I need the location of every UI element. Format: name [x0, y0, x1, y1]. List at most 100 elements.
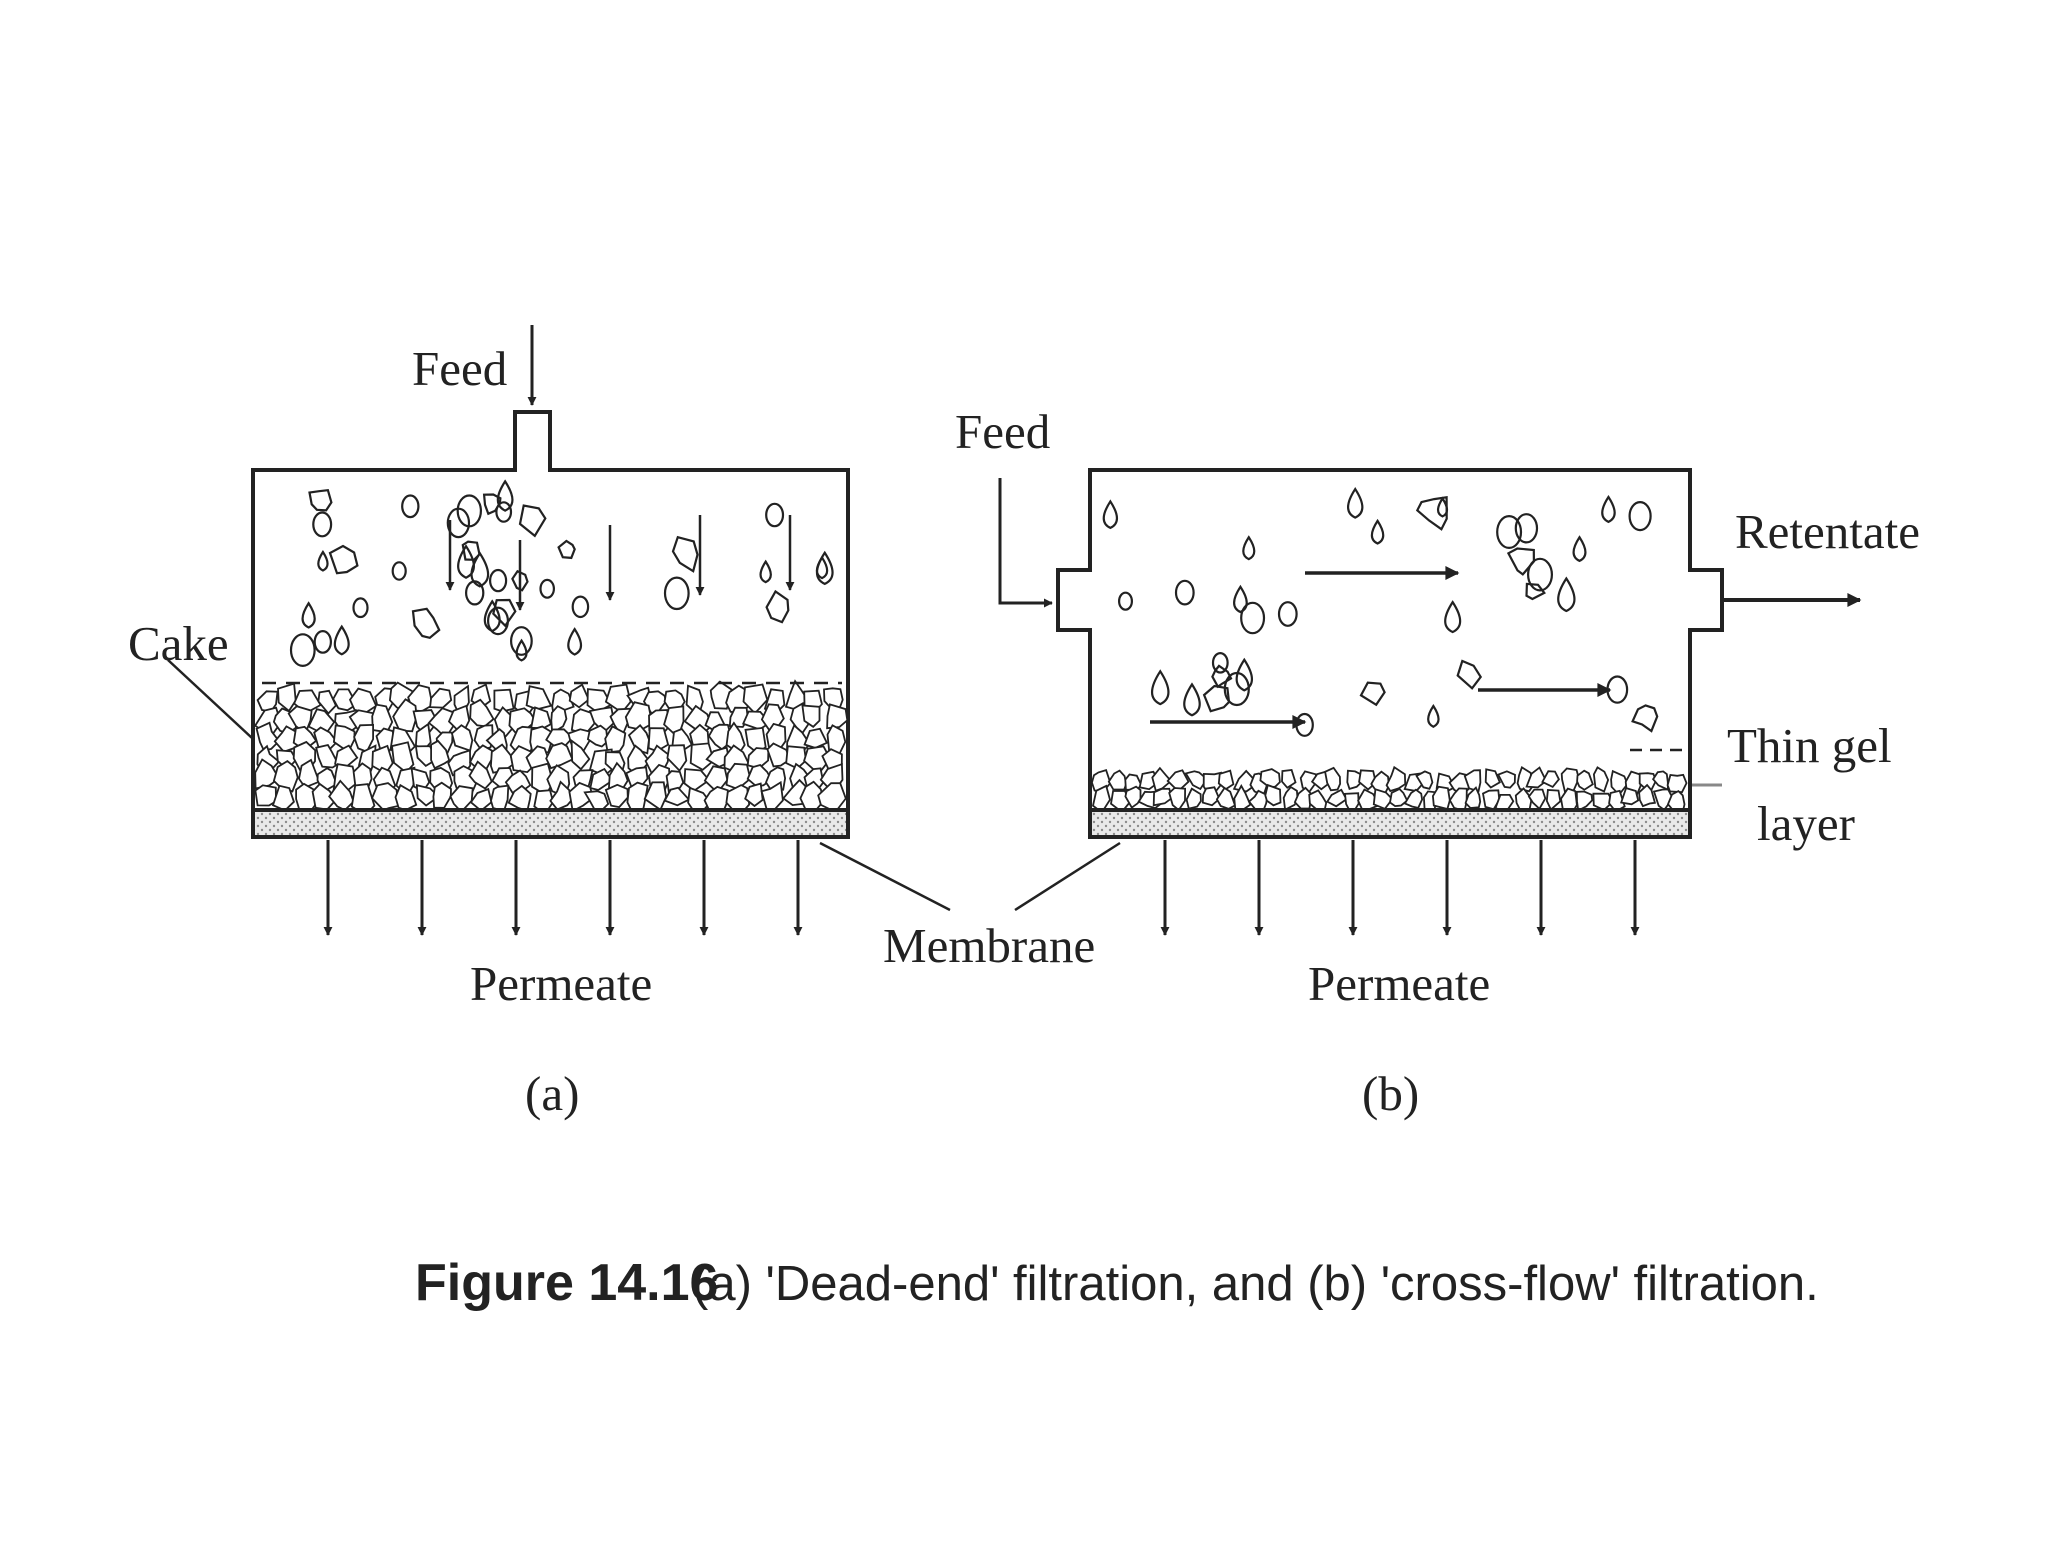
sublabel-b: (b): [1362, 1066, 1419, 1121]
cake-particle: [1247, 789, 1269, 812]
cake-particle: [666, 744, 688, 773]
particle: [1183, 682, 1201, 717]
panel-a-dead-end: Feed Cake Permeate (a): [128, 325, 850, 1121]
cake-particle: [1215, 786, 1237, 810]
particle: [1496, 514, 1523, 549]
cake-particle: [589, 767, 614, 791]
cake-particle: [746, 763, 773, 787]
cake-particle: [1545, 789, 1562, 811]
particle: [1427, 703, 1440, 728]
particle: [328, 544, 359, 575]
cake-particle: [1592, 766, 1610, 793]
particle: [567, 627, 583, 656]
membrane-leader-a: [819, 841, 951, 912]
cake-particle: [586, 724, 609, 748]
particle: [1277, 601, 1298, 627]
permeate-label-b: Permeate: [1308, 956, 1490, 1011]
cake-particle: [744, 782, 764, 808]
cake-particle: [817, 782, 847, 814]
settling-arrows-a: [445, 515, 795, 611]
cake-particle: [415, 784, 441, 807]
particle: [495, 501, 513, 523]
cake-particle: [1496, 770, 1516, 789]
cake-particle: [1389, 787, 1409, 808]
particle: [1211, 651, 1229, 674]
cake-particle: [760, 780, 784, 812]
cake-particle: [1638, 783, 1657, 808]
cake-particle: [1107, 769, 1128, 791]
caption-number: Figure 14.16: [415, 1254, 718, 1312]
particle: [663, 576, 690, 611]
cake-particle: [1525, 766, 1548, 789]
cake-particle: [450, 724, 474, 752]
cake-particle: [1372, 788, 1394, 810]
particle: [333, 624, 350, 656]
cake-particle: [1232, 769, 1256, 793]
particle: [1370, 518, 1385, 545]
cake-particle: [826, 703, 849, 730]
cake-layer: [253, 679, 849, 819]
particle: [1628, 500, 1652, 532]
vessel-b-outline: [1056, 468, 1724, 810]
particle: [539, 578, 555, 599]
sublabel-a: (a): [525, 1066, 579, 1121]
cake-particle: [317, 689, 337, 715]
cake-particle: [766, 742, 791, 768]
feed-arrow-b: [998, 478, 1053, 608]
cake-particle: [1403, 788, 1424, 809]
particle: [289, 633, 316, 667]
thin-gel-layer: [1090, 748, 1688, 817]
cake-particle: [1185, 787, 1202, 810]
cake-particle: [394, 783, 418, 812]
cake-particle: [1527, 788, 1547, 811]
feed-label-b: Feed: [955, 404, 1050, 459]
particle: [489, 568, 508, 593]
particle: [1444, 600, 1462, 634]
particle: [1359, 681, 1386, 707]
permeate-label-a: Permeate: [470, 956, 652, 1011]
cake-particle: [803, 727, 829, 749]
particle: [1506, 547, 1536, 576]
cake-particle: [604, 783, 629, 809]
cake-particle: [604, 725, 627, 754]
particle: [456, 494, 482, 528]
particle: [1525, 582, 1546, 601]
particle: [492, 598, 517, 628]
cake-particle: [429, 687, 453, 709]
cake-particle: [550, 705, 568, 735]
cake-particle: [490, 784, 510, 813]
particle: [1295, 712, 1314, 737]
membrane-b: [1088, 808, 1692, 839]
cake-particle: [1448, 787, 1468, 813]
cake-particle: [468, 760, 493, 790]
cake-particle: [1152, 787, 1173, 807]
cake-particle: [469, 787, 493, 812]
suspended-particles-b: [1102, 487, 1659, 737]
cake-particle: [1464, 786, 1482, 809]
cake-particle: [277, 682, 297, 713]
cake-particle: [643, 781, 668, 812]
particle: [1233, 584, 1248, 614]
cake-label: Cake: [128, 616, 229, 671]
particle: [759, 559, 772, 584]
membrane-label: Membrane: [883, 918, 1095, 973]
particle: [1223, 671, 1250, 707]
particle: [765, 589, 790, 624]
particle: [1102, 499, 1119, 530]
particle: [312, 511, 333, 538]
particle: [1557, 576, 1576, 613]
particle: [518, 504, 547, 538]
permeate-arrows-b: [1160, 840, 1640, 936]
cake-particle: [1326, 788, 1348, 808]
cake-particle: [332, 688, 358, 712]
particle: [317, 549, 329, 572]
cake-particle: [530, 706, 552, 730]
cake-particle: [1168, 787, 1187, 812]
particle: [515, 638, 528, 662]
particle: [511, 569, 529, 592]
cake-particle: [392, 698, 418, 733]
membrane-leader-b: [1014, 841, 1121, 912]
particle: [1526, 557, 1553, 592]
cake-particle: [348, 687, 378, 715]
